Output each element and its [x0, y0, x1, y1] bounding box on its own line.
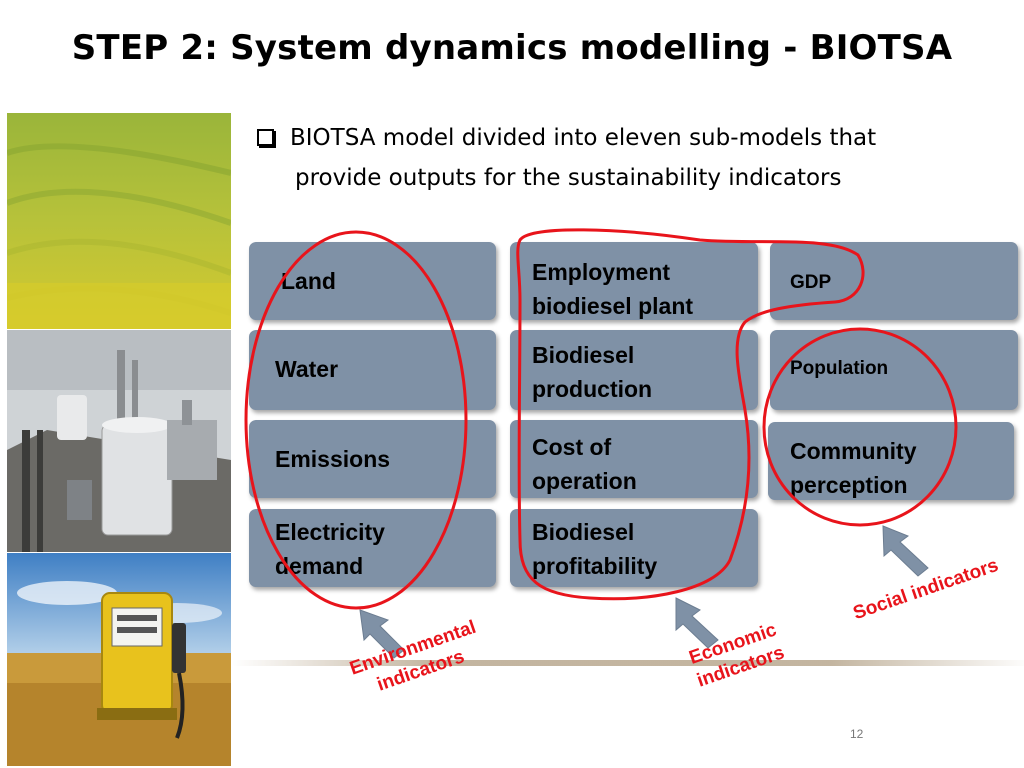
- biodiesel-plant-photo: [7, 330, 231, 552]
- submodel-label: Employment biodiesel plant: [532, 259, 694, 319]
- economic-loop: [516, 228, 865, 601]
- bullet-line-2: provide outputs for the sustainability i…: [295, 165, 842, 191]
- submodel-label: Population: [790, 358, 889, 379]
- submodel-card-biodiesel-production: Biodiesel production: [510, 330, 758, 410]
- submodel-card-land: Land: [249, 242, 496, 320]
- bullet-line-1: BIOTSA model divided into eleven sub-mod…: [290, 125, 877, 151]
- submodel-card-electricity-demand: Electricity demand: [249, 509, 496, 587]
- social-arrow-icon: [882, 525, 929, 577]
- submodel-card-gdp: GDP: [770, 242, 1018, 320]
- economic-arrow-icon: [675, 597, 719, 649]
- decorative-divider: [232, 660, 1024, 666]
- environmental-circle: [244, 230, 468, 610]
- bullet-point: BIOTSA model divided into eleven sub-mod…: [257, 118, 1017, 198]
- slide-number: 12: [850, 727, 864, 741]
- submodel-label: Land: [281, 268, 336, 294]
- submodel-card-water: Water: [249, 330, 496, 410]
- submodel-label: Water: [275, 356, 339, 382]
- fuel-pump-photo: [7, 553, 231, 766]
- submodel-card-community-perception: Community perception: [768, 422, 1014, 500]
- submodel-label: Biodiesel production: [532, 342, 653, 402]
- submodel-label: Biodiesel profitability: [532, 519, 658, 579]
- wheat-field-photo: [7, 113, 231, 329]
- checkbox-bullet-icon: [257, 129, 274, 146]
- submodel-label: GDP: [790, 272, 832, 293]
- submodel-card-employment-biodiesel-plant: Employment biodiesel plant: [510, 242, 758, 320]
- social-circle: [762, 327, 958, 527]
- environmental-arrow-icon: [359, 609, 405, 659]
- submodel-label: Cost of operation: [532, 434, 637, 494]
- submodel-label: Emissions: [275, 446, 391, 472]
- submodel-label: Community perception: [790, 438, 917, 498]
- submodel-card-emissions: Emissions: [249, 420, 496, 498]
- slide-title: STEP 2: System dynamics modelling - BIOT…: [71, 28, 953, 68]
- submodel-label: Electricity demand: [275, 519, 385, 579]
- submodel-card-cost-of-operation: Cost of operation: [510, 420, 758, 498]
